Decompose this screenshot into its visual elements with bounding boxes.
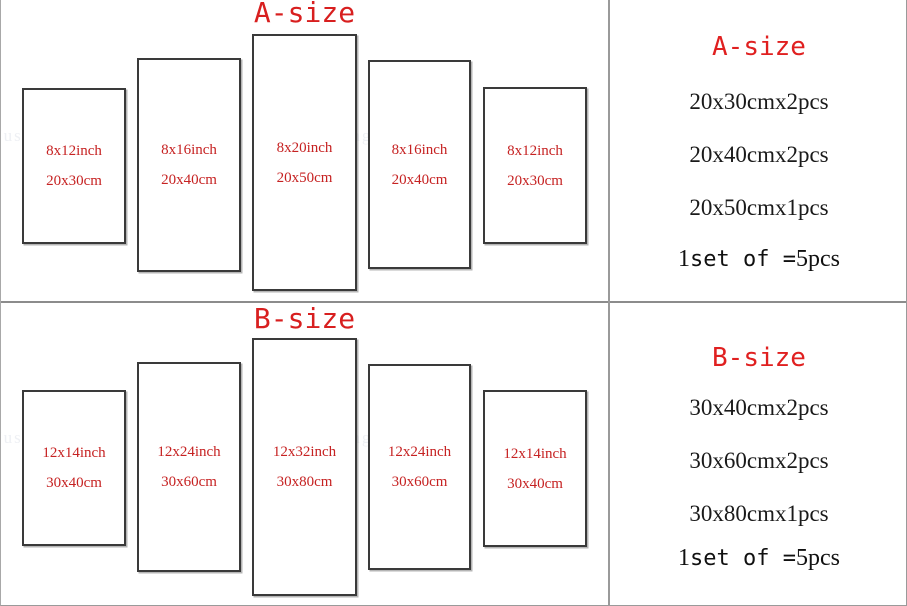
panel-b-3: 12x32inch 30x80cm xyxy=(252,338,357,596)
section-a-diagram: A-size 8x12inch 20x30cm 8x16inch 20x40cm… xyxy=(1,0,608,301)
section-b-diagram: B-size 12x14inch 30x40cm 12x24inch 30x60… xyxy=(1,302,608,605)
spec-a-line-3: 20x50cmx1pcs xyxy=(689,195,829,220)
panel-a-3-cm: 20x50cm xyxy=(276,169,333,186)
spec-a-summary-phrase: set of = xyxy=(690,247,796,272)
panel-a-4-inch: 8x16inch xyxy=(391,141,448,158)
panel-b-4: 12x24inch 30x60cm xyxy=(368,364,471,570)
panel-b-2-labels: 12x24inch 30x60cm xyxy=(125,437,253,497)
panel-b-4-labels: 12x24inch 30x60cm xyxy=(356,437,483,497)
panel-a-5-cm: 20x30cm xyxy=(507,172,563,189)
section-a-heading: A-size xyxy=(253,0,356,29)
panel-b-4-cm: 30x60cm xyxy=(391,474,448,490)
panel-a-3-inch: 8x20inch xyxy=(276,139,333,156)
panel-b-1: 12x14inch 30x40cm xyxy=(22,390,126,546)
section-b-heading: B-size xyxy=(253,302,356,335)
panel-a-2: 8x16inch 20x40cm xyxy=(137,58,241,272)
spec-b-summary: 1set of =5pcs xyxy=(610,544,906,573)
spec-a-summary-qty: 1 xyxy=(678,246,691,272)
spec-b-summary-qty: 1 xyxy=(678,545,691,571)
spec-a-summary: 1set of =5pcs xyxy=(610,245,906,274)
panel-a-1-cm: 20x30cm xyxy=(46,173,102,189)
panel-b-3-labels: 12x32inch 30x80cm xyxy=(240,437,369,497)
panel-a-4-cm: 20x40cm xyxy=(391,171,448,188)
panel-b-2: 12x24inch 30x60cm xyxy=(137,362,241,572)
vertical-divider xyxy=(608,0,610,605)
panel-a-5: 8x12inch 20x30cm xyxy=(483,87,587,244)
panel-b-2-cm: 30x60cm xyxy=(161,474,217,490)
spec-a-summary-total: 5pcs xyxy=(795,246,840,272)
panel-b-1-inch: 12x14inch xyxy=(42,445,106,461)
panel-a-1: 8x12inch 20x30cm xyxy=(22,88,126,244)
spec-b-title: B-size xyxy=(712,343,806,373)
panel-a-3: 8x20inch 20x50cm xyxy=(252,34,357,291)
spec-b-line-2: 30x60cmx2pcs xyxy=(689,448,829,473)
spec-b-line-3: 30x80cmx1pcs xyxy=(689,501,829,526)
panel-a-2-inch: 8x16inch xyxy=(161,142,217,158)
panel-b-5-labels: 12x14inch 30x40cm xyxy=(471,439,599,499)
spec-a-line-1: 20x30cmx2pcs xyxy=(689,89,829,114)
panel-a-3-labels: 8x20inch 20x50cm xyxy=(240,133,369,193)
panel-b-3-inch: 12x32inch xyxy=(272,444,337,460)
panel-b-5-inch: 12x14inch xyxy=(503,445,567,462)
spec-b-summary-total: 5pcs xyxy=(795,545,840,571)
panel-a-5-inch: 8x12inch xyxy=(507,142,563,159)
panel-b-4-inch: 12x24inch xyxy=(387,444,452,460)
panel-a-1-labels: 8x12inch 20x30cm xyxy=(10,136,138,196)
panel-a-2-labels: 8x16inch 20x40cm xyxy=(125,135,253,195)
panel-b-1-labels: 12x14inch 30x40cm xyxy=(10,438,138,498)
panel-a-2-cm: 20x40cm xyxy=(161,172,217,188)
spec-a-line-2: 20x40cmx2pcs xyxy=(689,142,829,167)
panel-b-2-inch: 12x24inch xyxy=(157,444,221,460)
horizontal-divider xyxy=(1,301,906,303)
spec-a-title: A-size xyxy=(712,32,806,62)
spec-b-summary-phrase: set of = xyxy=(690,546,796,571)
panel-a-1-inch: 8x12inch xyxy=(46,143,102,159)
panel-a-5-labels: 8x12inch 20x30cm xyxy=(471,136,599,196)
panel-b-1-cm: 30x40cm xyxy=(46,475,102,491)
spec-b-line-1: 30x40cmx2pcs xyxy=(689,395,829,420)
panel-b-5-cm: 30x40cm xyxy=(507,475,563,492)
panel-b-3-cm: 30x80cm xyxy=(276,474,333,490)
panel-b-5: 12x14inch 30x40cm xyxy=(483,390,587,547)
panel-a-4: 8x16inch 20x40cm xyxy=(368,60,471,269)
panel-a-4-labels: 8x16inch 20x40cm xyxy=(356,135,483,195)
section-b-spec-column: B-size 30x40cmx2pcs 30x60cmx2pcs 30x80cm… xyxy=(610,303,906,605)
section-a-spec-column: A-size 20x30cmx2pcs 20x40cmx2pcs 20x50cm… xyxy=(610,0,906,301)
